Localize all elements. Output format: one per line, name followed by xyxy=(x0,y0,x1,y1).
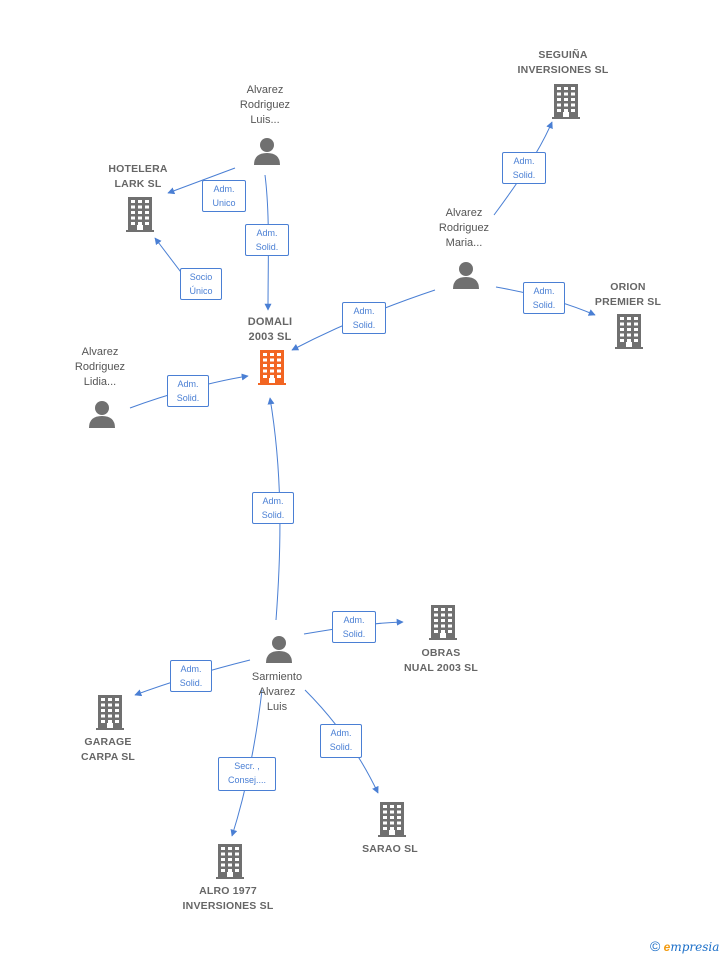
edge-label-sarmiento-to-sarao[interactable]: Adm. Solid. xyxy=(320,724,362,758)
empresia-logo[interactable]: © empresia xyxy=(650,938,719,954)
node-label-line: Alvarez xyxy=(81,346,119,358)
building-icon[interactable] xyxy=(615,314,643,349)
edge-label-lidia-to-domali[interactable]: Adm. Solid. xyxy=(167,375,209,407)
node-label-line: LARK SL xyxy=(114,178,162,190)
node-label-hotelera[interactable]: HOTELERA LARK SL xyxy=(68,162,208,192)
edge-label-line: Adm. xyxy=(353,306,375,316)
node-label-line: Rodriguez xyxy=(239,99,291,111)
node-label-seguina[interactable]: SEGUIÑA INVERSIONES SL xyxy=(493,48,633,78)
edge-label-line: Solid. xyxy=(176,393,200,403)
edge-label-line: Unico xyxy=(212,198,236,208)
building-icon[interactable] xyxy=(258,350,286,385)
node-label-line: Alvarez xyxy=(258,686,296,698)
edge-label-line: Socio xyxy=(189,272,213,282)
node-label-line: Alvarez xyxy=(445,207,483,219)
node-label-line: 2003 SL xyxy=(248,331,292,343)
edge-label-luis-to-domali[interactable]: Adm. Solid. xyxy=(245,224,289,256)
edge-label-line: Adm. xyxy=(330,728,352,738)
node-label-line: Luis xyxy=(266,701,288,713)
edge-label-line: Solid. xyxy=(352,320,376,330)
node-label-line: Rodriguez xyxy=(438,222,490,234)
node-label-obras[interactable]: OBRAS NUAL 2003 SL xyxy=(371,646,511,676)
node-label-garage[interactable]: GARAGE CARPA SL xyxy=(38,735,178,765)
building-icon[interactable] xyxy=(96,695,124,730)
person-icon[interactable] xyxy=(453,262,479,289)
node-label-line: INVERSIONES SL xyxy=(182,900,274,912)
copyright-icon: © xyxy=(650,938,661,954)
brand-initial: e xyxy=(663,940,671,954)
node-label-line: DOMALI xyxy=(247,316,293,328)
edge-label-line: Solid. xyxy=(342,629,366,639)
node-label-line: INVERSIONES SL xyxy=(517,64,609,76)
node-label-line: GARAGE xyxy=(84,736,132,748)
edge-label-line: Solid. xyxy=(261,510,285,520)
building-icon[interactable] xyxy=(216,844,244,879)
node-label-line: Alvarez xyxy=(246,84,284,96)
edge-label-line: Adm. xyxy=(262,496,284,506)
node-label-line: SEGUIÑA xyxy=(538,49,588,61)
building-icon[interactable] xyxy=(429,605,457,640)
node-label-line: SARAO SL xyxy=(362,843,418,855)
edge-label-line: Adm. xyxy=(180,664,202,674)
edge-label-sarmiento-to-alro[interactable]: Secr. , Consej.... xyxy=(218,757,276,791)
edge-label-line: Secr. , xyxy=(234,761,260,771)
person-icon[interactable] xyxy=(254,138,280,165)
edge-label-line: Adm. xyxy=(256,228,278,238)
edge-label-line: Solid. xyxy=(179,678,203,688)
person-icon[interactable] xyxy=(89,401,115,428)
edge-label-sarmiento-to-domali[interactable]: Adm. Solid. xyxy=(252,492,294,524)
edge-label-line: Adm. xyxy=(213,184,235,194)
edge-label-line: Adm. xyxy=(513,156,535,166)
node-label-line: ALRO 1977 xyxy=(199,885,257,897)
node-label-sarao[interactable]: SARAO SL xyxy=(320,842,460,857)
edge-label-line: Solid. xyxy=(532,300,556,310)
node-label-orion[interactable]: ORION PREMIER SL xyxy=(558,280,698,310)
node-label-line: PREMIER SL xyxy=(594,296,662,308)
edge-label-line: Adm. xyxy=(177,379,199,389)
edge-label-sarmiento-to-obras[interactable]: Adm. Solid. xyxy=(332,611,376,643)
node-label-line: Rodriguez xyxy=(74,361,126,373)
edge-label-line: Solid. xyxy=(329,742,353,752)
person-icon[interactable] xyxy=(266,636,292,663)
node-label-line: Luis... xyxy=(250,114,280,126)
edge-label-sarmiento-to-garage[interactable]: Adm. Solid. xyxy=(170,660,212,692)
building-icon[interactable] xyxy=(552,84,580,119)
node-label-line: Lidia... xyxy=(83,376,117,388)
node-label-line: Sarmiento xyxy=(251,671,303,683)
building-icon[interactable] xyxy=(378,802,406,837)
edge-label-line: Consej.... xyxy=(227,775,267,785)
edge-label-line: Adm. xyxy=(533,286,555,296)
edge-label-maria-to-seguina[interactable]: Adm. Solid. xyxy=(502,152,546,184)
node-label-domali[interactable]: DOMALI 2003 SL xyxy=(200,315,340,345)
edge-label-maria-to-domali[interactable]: Adm. Solid. xyxy=(342,302,386,334)
edge-label-line: Único xyxy=(189,286,213,296)
node-label-line: NUAL 2003 SL xyxy=(404,662,478,674)
node-label-line: Maria... xyxy=(445,237,483,249)
node-label-line: CARPA SL xyxy=(80,751,136,763)
node-label-line: HOTELERA xyxy=(108,163,168,175)
building-icon[interactable] xyxy=(126,197,154,232)
edge-label-line: Solid. xyxy=(255,242,279,252)
edge-label-line: Adm. xyxy=(343,615,365,625)
edge-label-maria-to-orion[interactable]: Adm. Solid. xyxy=(523,282,565,314)
node-label-line: OBRAS xyxy=(421,647,461,659)
edge-label-luis-to-hotelera[interactable]: Adm. Unico xyxy=(202,180,246,212)
edge-luis-to-hotelera xyxy=(167,167,236,195)
node-label-line: ORION xyxy=(610,281,646,293)
brand-name: mpresia xyxy=(670,940,720,954)
edge-label-line: Solid. xyxy=(512,170,536,180)
